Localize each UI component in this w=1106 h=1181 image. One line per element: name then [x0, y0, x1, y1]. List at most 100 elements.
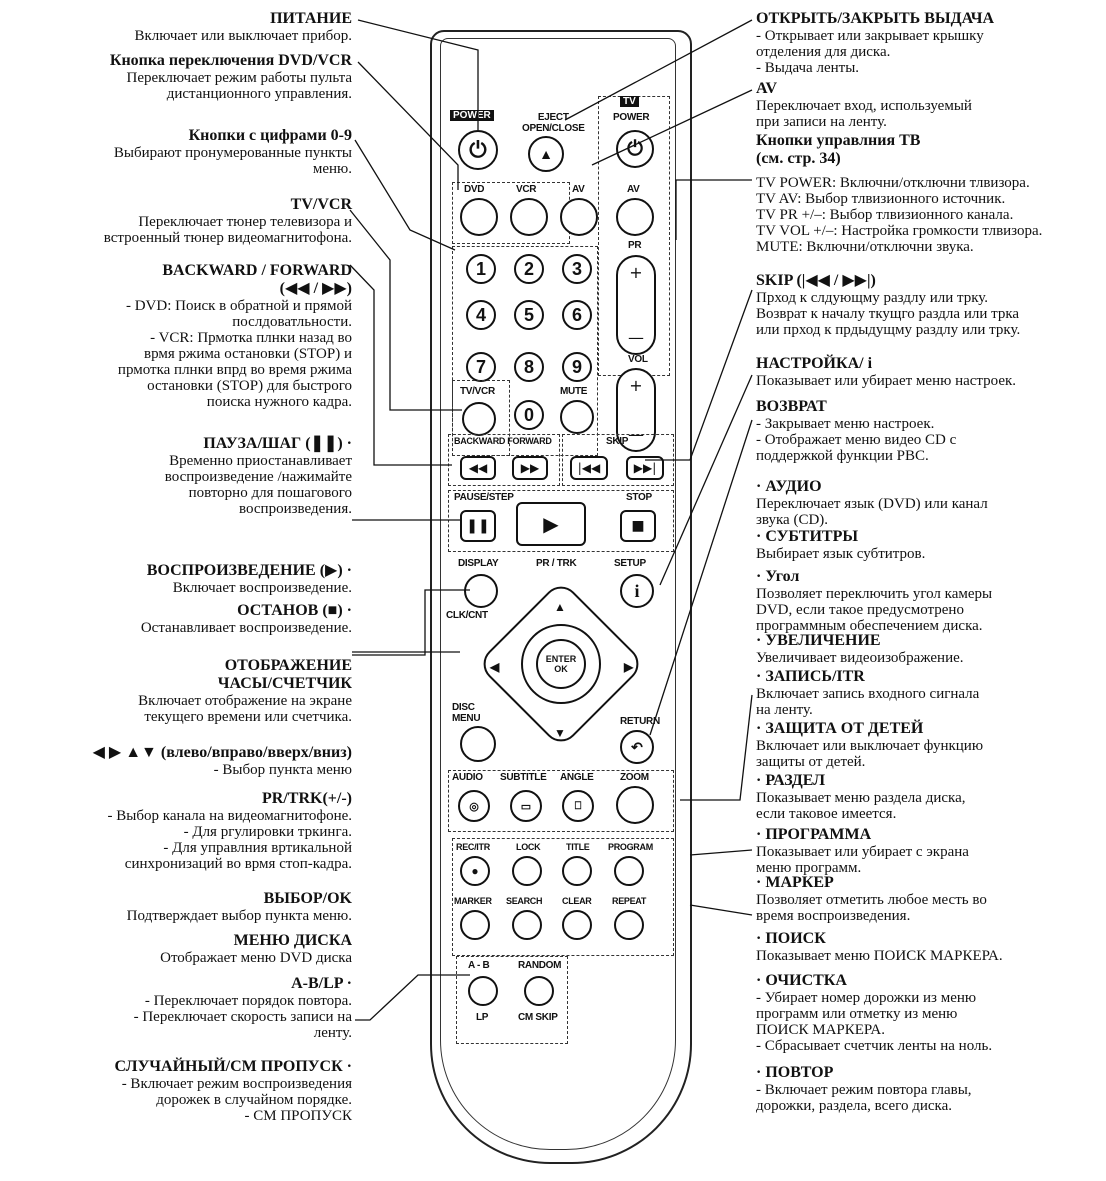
annotation-line: - DVD: Поиск в обратной и прямой	[125, 298, 352, 314]
digit-4-button[interactable]: 4	[466, 300, 496, 330]
skip-forward-button[interactable]: ▶▶|	[626, 456, 664, 480]
forward-button[interactable]: ▶▶	[512, 456, 548, 480]
annotation-heading: · ПОИСК	[756, 930, 826, 947]
annotation-line: - Включает режим повтора главы,	[756, 1082, 972, 1098]
lock-button[interactable]	[512, 856, 542, 886]
repeat-label: REPEAT	[612, 896, 647, 906]
ab-lp-button[interactable]	[468, 976, 498, 1006]
annotation-line: - CM ПРОПУСК	[244, 1108, 353, 1124]
annotation-line: звука (CD).	[756, 512, 829, 528]
right-annotation-3: TV POWER: Включни/отключни тлвизора.TV A…	[756, 175, 1106, 255]
annotation-line: Включает воспроизведение.	[172, 580, 352, 596]
clear-button[interactable]	[562, 910, 592, 940]
digit-5-button[interactable]: 5	[514, 300, 544, 330]
annotation-line: программным обеспечением диска.	[756, 618, 983, 634]
search-button[interactable]	[512, 910, 542, 940]
annotation-heading: ОТОБРАЖЕНИЕ	[224, 657, 352, 674]
skip-back-button[interactable]: |◀◀	[570, 456, 608, 480]
annotation-line: - Сбрасывает счетчик ленты на ноль.	[756, 1038, 993, 1054]
audio-button[interactable]: ◎	[458, 790, 490, 822]
annotation-line: Показывает или убирает с экрана	[756, 844, 969, 860]
annotation-line: Возврат к началу ткущго раздла или трка	[756, 306, 1020, 322]
annotation-heading: BACKWARD / FORWARD	[162, 262, 352, 279]
tv-pr-rocker[interactable]: +—	[616, 255, 656, 355]
annotation-line: - Выбор канала на видеомагнитофоне.	[107, 808, 352, 824]
annotation-heading: PR/TRK(+/-)	[262, 790, 352, 807]
backward-button[interactable]: ◀◀	[460, 456, 496, 480]
annotation-line: отделения для диска.	[756, 44, 891, 60]
annotation-line: Включает запись входного сигнала	[756, 686, 980, 702]
program-button[interactable]	[614, 856, 644, 886]
up-arrow-icon[interactable]: ▲	[554, 600, 566, 614]
down-arrow-icon[interactable]: ▼	[554, 726, 566, 740]
digit-8-button[interactable]: 8	[514, 352, 544, 382]
annotation-line: Переключает режим работы пульта	[126, 70, 352, 86]
annotation-line: - Для ргулировки тркинга.	[183, 824, 352, 840]
digit-3-button[interactable]: 3	[562, 254, 592, 284]
digit-6-button[interactable]: 6	[562, 300, 592, 330]
tv-av-button[interactable]	[616, 198, 654, 236]
title-button[interactable]	[562, 856, 592, 886]
zoom-label: ZOOM	[620, 772, 649, 783]
annotation-line: поддержкой функции PBC.	[756, 448, 929, 464]
eject-button[interactable]: ▲	[528, 136, 564, 172]
annotation-line: - Включает режим воспроизведения	[121, 1076, 352, 1092]
rec-itr-button[interactable]: ●	[460, 856, 490, 886]
digit-0-button[interactable]: 0	[514, 400, 544, 430]
angle-button[interactable]: ⎕	[562, 790, 594, 822]
annotation-heading: ОТКРЫТЬ/ЗАКРЫТЬ ВЫДАЧА	[756, 10, 995, 27]
tvvcr-label: TV/VCR	[460, 386, 495, 397]
setup-button[interactable]: i	[620, 574, 654, 608]
return-button[interactable]: ↶	[620, 730, 654, 764]
annotation-line: дорожки, раздела, всего диска.	[756, 1098, 952, 1114]
annotation-line: Переключает тюнер телевизора и	[138, 214, 352, 230]
annotation-line: - Переключает скорость записи на	[133, 1009, 352, 1025]
random-cm-skip-button[interactable]	[524, 976, 554, 1006]
disc-menu-button[interactable]	[460, 726, 496, 762]
annotation-line: Подтверждает выбор пункта меню.	[126, 908, 352, 924]
annotation-heading: · ОЧИСТКА	[756, 972, 847, 989]
mute-button[interactable]	[560, 400, 594, 434]
dvd-button[interactable]	[460, 198, 498, 236]
left-arrow-icon[interactable]: ◀	[490, 660, 499, 674]
marker-button[interactable]	[460, 910, 490, 940]
annotation-heading: СЛУЧАЙНЫЙ/CM ПРОПУСК ·	[114, 1058, 352, 1075]
right-annotation-0: ОТКРЫТЬ/ЗАКРЫТЬ ВЫДАЧА- Открывает или за…	[756, 10, 1106, 76]
av-button[interactable]	[560, 198, 598, 236]
left-annotation-9: ◀ ▶ ▲▼ (влево/вправо/вверх/вниз)- Выбор …	[0, 744, 352, 778]
power-button[interactable]: ⏻	[458, 130, 498, 170]
stop-label: STOP	[626, 492, 652, 503]
annotation-heading: ВОСПРОИЗВЕДЕНИЕ (▶) ·	[146, 562, 352, 579]
marker-label: MARKER	[454, 896, 492, 906]
annotation-line: Показывает меню ПОИСК МАРКЕРА.	[756, 948, 1003, 964]
digit-2-button[interactable]: 2	[514, 254, 544, 284]
stop-button[interactable]: ■	[620, 510, 656, 542]
zoom-button[interactable]	[616, 786, 654, 824]
tv-power-button[interactable]: ⏻	[616, 130, 654, 168]
pause-step-button[interactable]: ❚❚	[460, 510, 496, 542]
digit-7-button[interactable]: 7	[466, 352, 496, 382]
annotation-line: - VCR: Прмотка плнки назад во	[150, 330, 352, 346]
digit-1-button[interactable]: 1	[466, 254, 496, 284]
vcr-button[interactable]	[510, 198, 548, 236]
repeat-button[interactable]	[614, 910, 644, 940]
play-button[interactable]: ▶	[516, 502, 586, 546]
annotation-line: Выбирают пронумерованные пункты	[113, 145, 352, 161]
clear-label: CLEAR	[562, 896, 592, 906]
tvvcr-button[interactable]	[462, 402, 496, 436]
annotation-heading: AV	[756, 80, 778, 97]
display-button[interactable]	[464, 574, 498, 608]
annotation-line: Переключает вход, используемый	[756, 98, 972, 114]
right-arrow-icon[interactable]: ▶	[624, 660, 633, 674]
annotation-heading: SKIP (|◀◀ / ▶▶|)	[756, 272, 876, 289]
digit-9-button[interactable]: 9	[562, 352, 592, 382]
annotation-line: Включает отображение на экране	[138, 693, 352, 709]
left-annotation-10: PR/TRK(+/-)- Выбор канала на видеомагнит…	[0, 790, 352, 872]
subtitle-button[interactable]: ▭	[510, 790, 542, 822]
tv-label: TV	[620, 96, 639, 107]
annotation-line: повторно для пошагового	[188, 485, 352, 501]
